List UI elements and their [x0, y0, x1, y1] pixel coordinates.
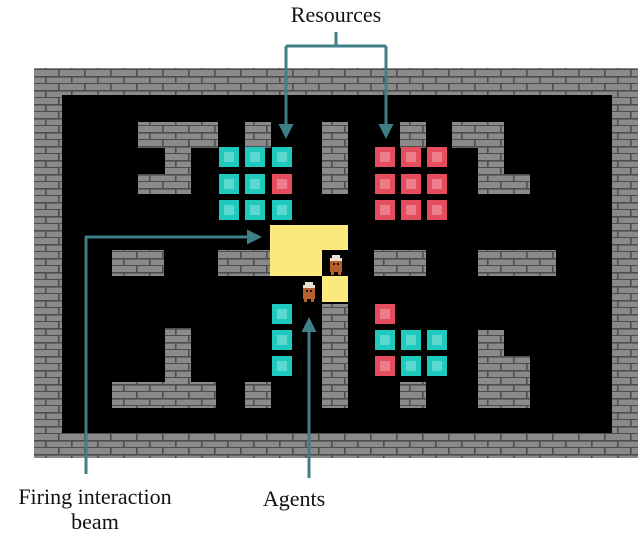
resource-block	[375, 356, 395, 376]
resource-block-highlight	[224, 205, 234, 215]
resources-bracket	[286, 32, 386, 48]
resource-block	[272, 174, 292, 194]
resource-block-highlight	[432, 335, 442, 345]
resource-block-highlight	[432, 152, 442, 162]
resource-block-highlight	[380, 152, 390, 162]
resource-block	[401, 200, 421, 220]
resource-block	[375, 147, 395, 167]
resource-blocks	[219, 147, 447, 376]
resource-block	[375, 200, 395, 220]
resources-label: Resources	[290, 2, 382, 27]
resource-block-highlight	[250, 179, 260, 189]
firing-beam-label: Firing interaction beam	[0, 484, 190, 534]
resource-block	[375, 330, 395, 350]
agent-sprite-icon	[330, 255, 342, 275]
resource-block-highlight	[224, 152, 234, 162]
resource-block	[245, 147, 265, 167]
resource-block-highlight	[380, 205, 390, 215]
resource-block	[375, 304, 395, 324]
resource-block	[427, 174, 447, 194]
resource-block-highlight	[277, 309, 287, 319]
resource-block-highlight	[380, 335, 390, 345]
resource-block	[272, 330, 292, 350]
resource-block	[219, 174, 239, 194]
resource-block-highlight	[250, 205, 260, 215]
resource-block-highlight	[277, 152, 287, 162]
resource-block	[427, 356, 447, 376]
resource-block-highlight	[380, 361, 390, 371]
resource-block	[245, 174, 265, 194]
resource-block	[427, 330, 447, 350]
agent-sprite-icon	[303, 282, 315, 302]
firing-beam-label-line2: beam	[71, 509, 119, 534]
firing-beam-arrow	[84, 229, 262, 474]
resource-block-highlight	[380, 309, 390, 319]
resource-block	[272, 304, 292, 324]
resource-block-highlight	[250, 152, 260, 162]
resource-block-highlight	[277, 179, 287, 189]
resource-block	[401, 174, 421, 194]
resource-block-highlight	[432, 205, 442, 215]
resource-block	[427, 200, 447, 220]
resource-block-highlight	[406, 205, 416, 215]
resource-block-highlight	[380, 179, 390, 189]
resource-block-highlight	[277, 205, 287, 215]
resource-block-highlight	[406, 361, 416, 371]
resource-block-highlight	[224, 179, 234, 189]
resource-block	[272, 200, 292, 220]
resource-block	[272, 356, 292, 376]
resource-block	[401, 330, 421, 350]
resource-block	[401, 147, 421, 167]
resource-block	[401, 356, 421, 376]
resource-block-highlight	[406, 152, 416, 162]
firing-beam	[270, 225, 348, 302]
resource-block	[219, 200, 239, 220]
resource-block-highlight	[277, 361, 287, 371]
resource-block	[219, 147, 239, 167]
resource-block-highlight	[406, 335, 416, 345]
resource-block-highlight	[406, 179, 416, 189]
resource-block-highlight	[277, 335, 287, 345]
resource-block	[272, 147, 292, 167]
resource-block-highlight	[432, 179, 442, 189]
interior-walls	[112, 122, 556, 408]
resource-block	[245, 200, 265, 220]
firing-beam-label-line1: Firing interaction	[18, 484, 172, 509]
agents-label: Agents	[262, 486, 326, 511]
resource-block	[375, 174, 395, 194]
resource-block	[427, 147, 447, 167]
resource-block-highlight	[432, 361, 442, 371]
